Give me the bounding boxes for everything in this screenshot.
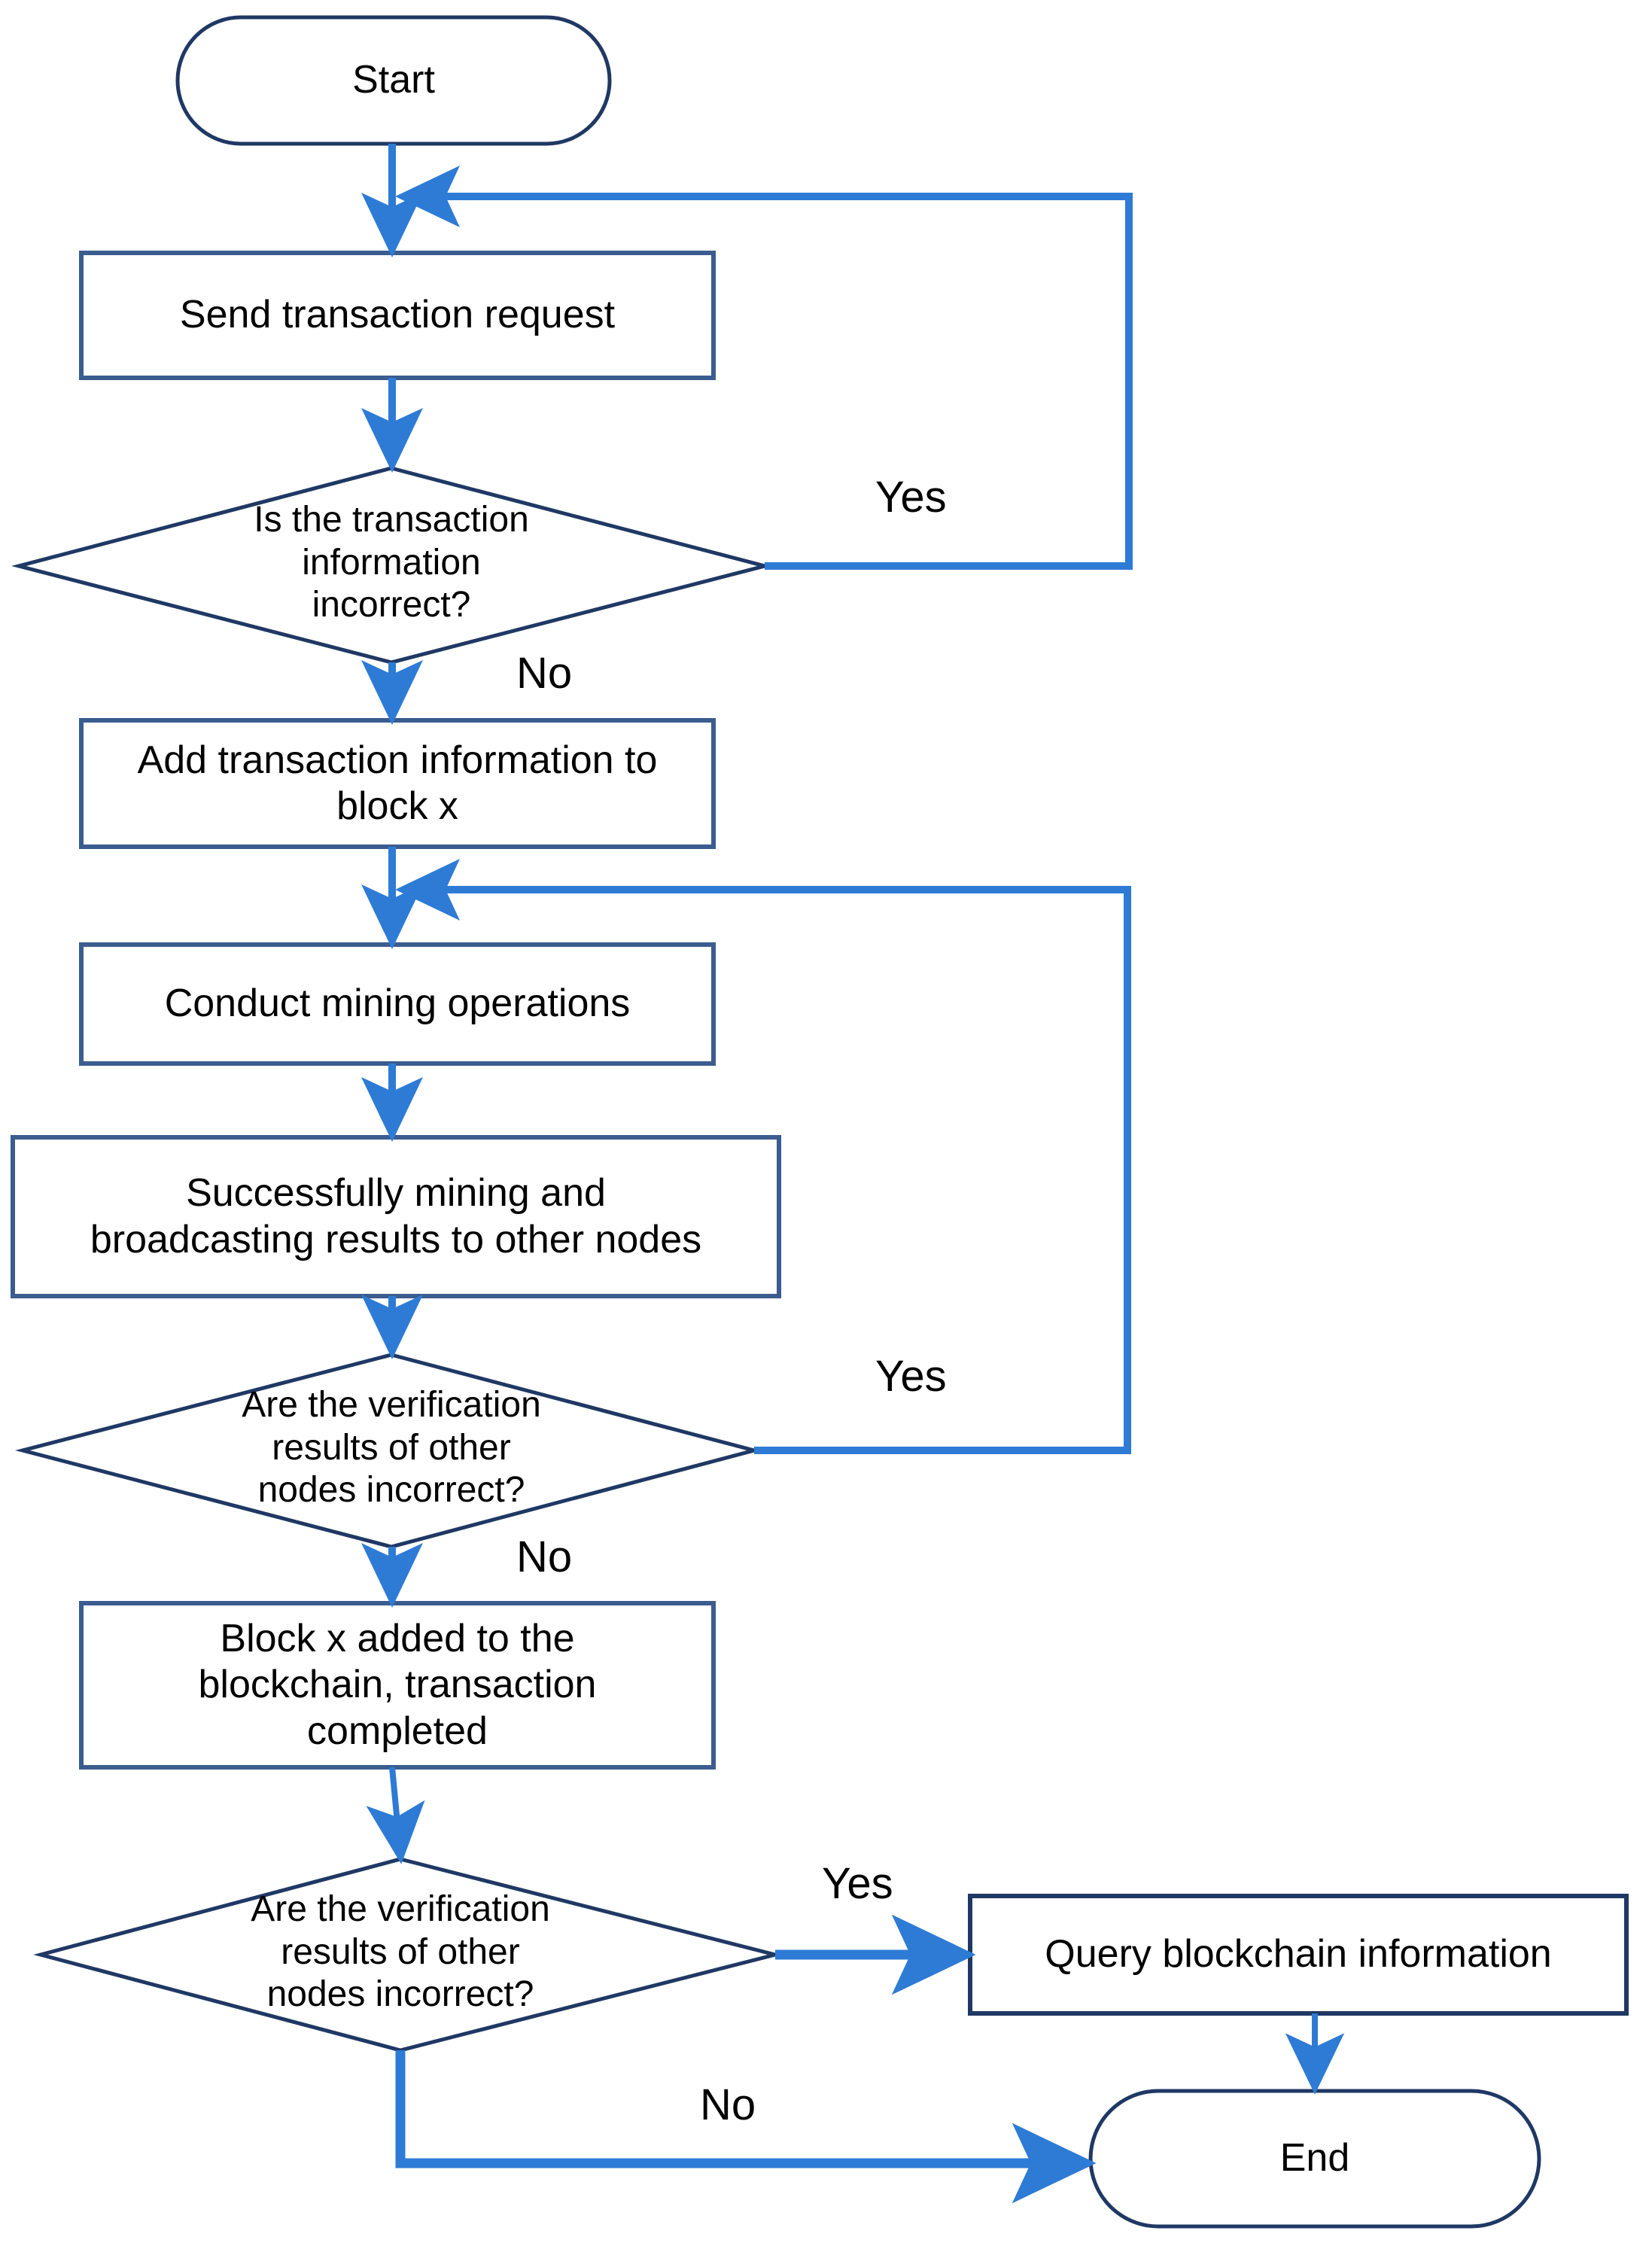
shape-block-added [79, 1601, 716, 1770]
edge-decision-ver2-no [395, 2050, 1097, 2204]
edge-label-no-verification-2: No [700, 2080, 756, 2129]
shape-send-request [79, 251, 716, 380]
shape-add-to-block [79, 718, 716, 849]
shape-start [175, 15, 612, 146]
edge-decision-transaction-yes-loop [395, 166, 1133, 570]
edge-label-no-verification-1: No [516, 1532, 573, 1581]
edge-block-added-to-decision-ver2 [366, 1767, 425, 1864]
edge-decision-ver1-yes-loop [395, 859, 1131, 1454]
edge-label-yes-verification-1: Yes [875, 1352, 947, 1401]
edge-label-yes-verification-2: Yes [822, 1859, 893, 1908]
shape-decision-transaction [11, 466, 772, 665]
shape-broadcast [11, 1135, 781, 1298]
edge-label-yes-transaction: Yes [875, 473, 947, 522]
shape-end [1088, 2089, 1541, 2229]
shape-mining [79, 942, 716, 1066]
shape-decision-verification-1 [15, 1353, 762, 1549]
shape-query [968, 1894, 1629, 2016]
shape-decision-verification-2 [33, 1857, 776, 2053]
edge-label-no-transaction: No [516, 649, 573, 698]
